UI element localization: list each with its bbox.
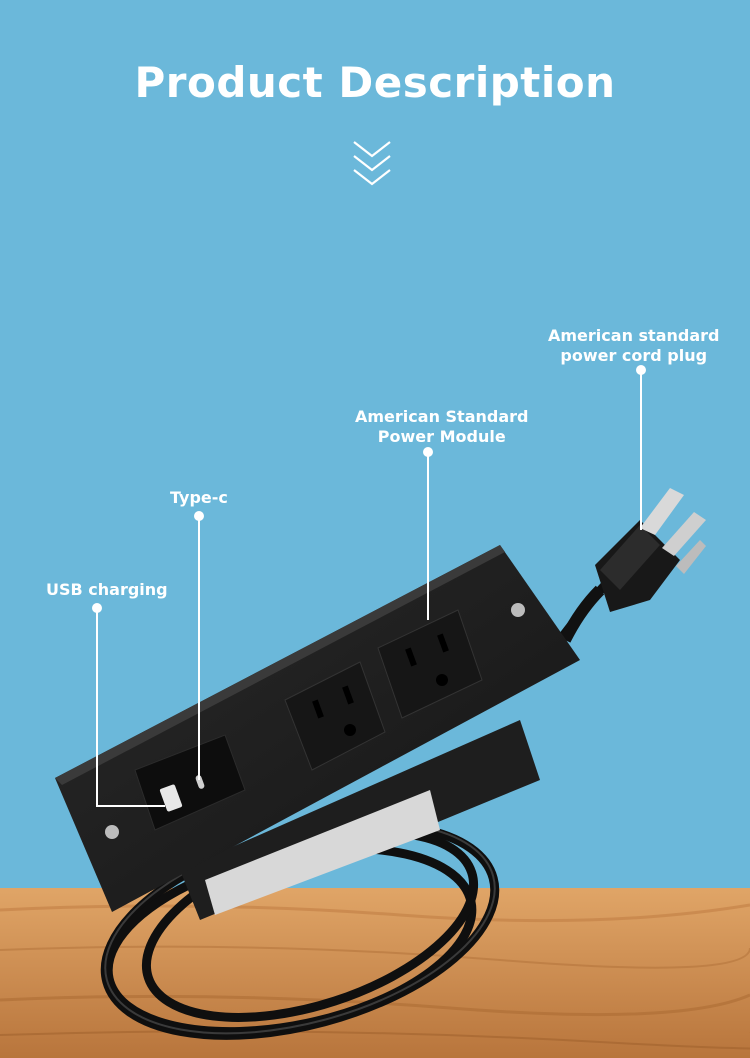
callout-lines: [92, 365, 646, 807]
triple-chevron-down-icon: [353, 141, 391, 186]
callout-module-line2: Power Module: [377, 427, 506, 446]
callout-module: American Standard Power Module: [355, 407, 528, 447]
outlet-right: [377, 609, 483, 719]
callout-plug-line1: American standard: [548, 326, 720, 345]
callout-usb: USB charging: [46, 580, 168, 599]
outlet-left: [284, 661, 386, 771]
callout-plug-line2: power cord plug: [560, 346, 708, 365]
power-plug: [559, 488, 706, 643]
page-title: Product Description: [134, 58, 616, 107]
usb-port: [159, 784, 183, 812]
callout-module-line1: American Standard: [355, 407, 529, 426]
callout-typec: Type-c: [170, 488, 228, 507]
power-module-faceplate: [55, 545, 580, 912]
callout-plug: American standard power cord plug: [548, 326, 719, 366]
type-c-port: [195, 775, 205, 789]
